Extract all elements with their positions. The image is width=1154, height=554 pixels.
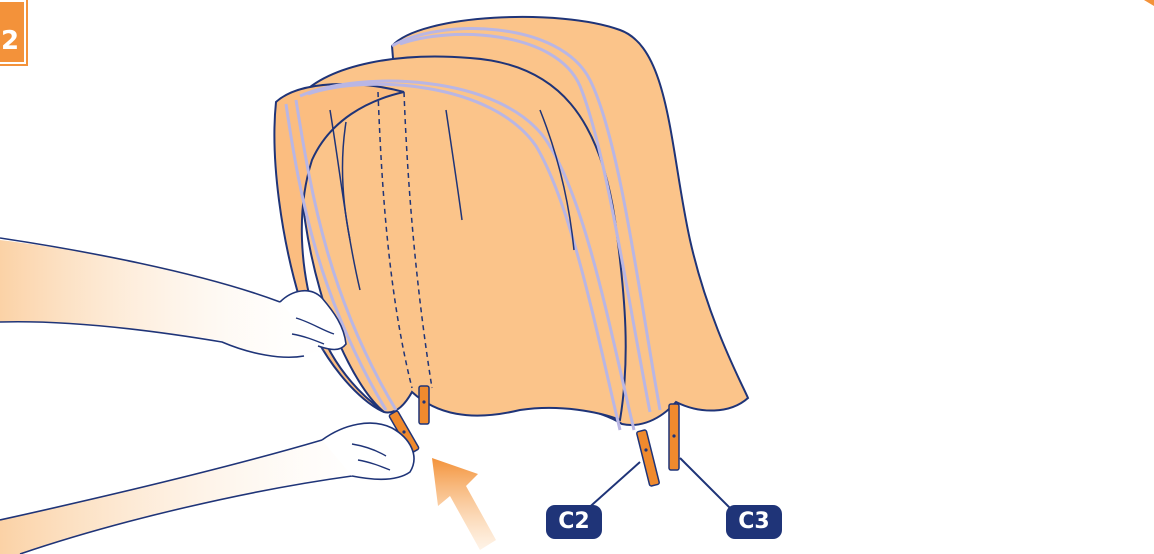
push-direction-arrow	[432, 458, 496, 550]
step-number-badge: 2	[0, 0, 26, 64]
callout-c3: C3	[726, 505, 782, 539]
step-number: 2	[1, 26, 19, 56]
leader-line-c3	[680, 458, 734, 512]
rod-front-center	[419, 386, 429, 424]
hand-lower	[0, 423, 414, 554]
corner-mark	[1144, 0, 1154, 6]
rod-c3	[669, 404, 679, 470]
callout-c2: C2	[546, 505, 602, 539]
rod-c2	[636, 430, 659, 487]
